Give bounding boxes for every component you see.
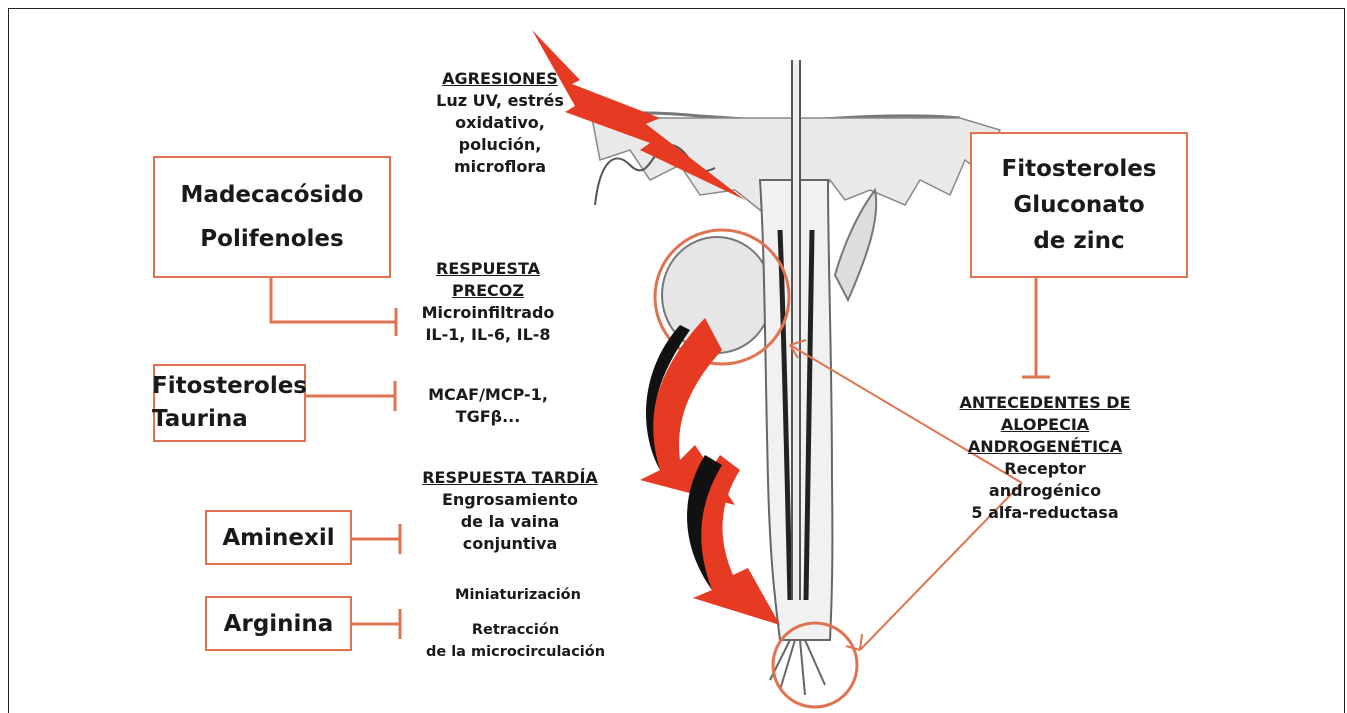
agresiones-line: polución, xyxy=(410,134,590,156)
box-line-aminexil: Aminexil xyxy=(222,516,334,560)
respuesta-precoz-line: Microinfiltrado xyxy=(398,302,578,324)
respuesta-precoz-title: PRECOZ xyxy=(398,280,578,302)
respuesta-tardia-line: conjuntiva xyxy=(418,533,602,555)
box-line-polifenoles: Polifenoles xyxy=(181,217,364,261)
label-retraccion: Retracción de la microcirculación xyxy=(408,619,623,663)
box-fitosteroles-zinc: Fitosteroles Gluconato de zinc xyxy=(970,132,1188,278)
mcaf-line: MCAF/MCP-1, xyxy=(398,384,578,406)
respuesta-tardia-title: RESPUESTA TARDÍA xyxy=(418,467,602,489)
agresiones-title: AGRESIONES xyxy=(410,68,590,90)
box-arginina: Arginina xyxy=(205,596,352,651)
box-line-taurina: Taurina xyxy=(152,403,307,436)
box-line-madecacosido: Madecacósido xyxy=(181,173,364,217)
box-line-fitosteroles: Fitosteroles xyxy=(152,370,307,403)
respuesta-precoz-title: RESPUESTA xyxy=(398,258,578,280)
box-line-fitosteroles-2: Fitosteroles xyxy=(1002,151,1157,187)
label-respuesta-precoz: RESPUESTA PRECOZ Microinfiltrado IL-1, I… xyxy=(398,258,578,346)
agresiones-line: Luz UV, estrés xyxy=(410,90,590,112)
box-line-de-zinc: de zinc xyxy=(1002,223,1157,259)
box-aminexil: Aminexil xyxy=(205,510,352,565)
box-fitosteroles-taurina: Fitosteroles Taurina xyxy=(153,364,306,442)
respuesta-precoz-line: IL-1, IL-6, IL-8 xyxy=(398,324,578,346)
box-line-gluconato: Gluconato xyxy=(1002,187,1157,223)
curved-arrow-icon xyxy=(687,455,780,625)
antecedentes-title: ALOPECIA xyxy=(955,414,1135,436)
label-agresiones: AGRESIONES Luz UV, estrés oxidativo, pol… xyxy=(410,68,590,178)
antecedentes-line: 5 alfa-reductasa xyxy=(955,502,1135,524)
label-miniaturizacion: Miniaturización xyxy=(428,584,608,606)
label-antecedentes: ANTECEDENTES DE ALOPECIA ANDROGENÉTICA R… xyxy=(955,392,1135,524)
agresiones-line: microflora xyxy=(410,156,590,178)
box-line-arginina: Arginina xyxy=(224,602,334,646)
retraccion-line: de la microcirculación xyxy=(408,641,623,663)
respuesta-tardia-line: Engrosamiento xyxy=(418,489,602,511)
label-respuesta-tardia: RESPUESTA TARDÍA Engrosamiento de la vai… xyxy=(418,467,602,555)
label-mcaf: MCAF/MCP-1, TGFβ... xyxy=(398,384,578,428)
agresiones-line: oxidativo, xyxy=(410,112,590,134)
antecedentes-title: ANTECEDENTES DE xyxy=(955,392,1135,414)
box-madecacosido-polifenoles: Madecacósido Polifenoles xyxy=(153,156,391,278)
respuesta-tardia-line: de la vaina xyxy=(418,511,602,533)
retraccion-line: Retracción xyxy=(408,619,623,641)
antecedentes-line: androgénico xyxy=(955,480,1135,502)
mcaf-line: TGFβ... xyxy=(398,406,578,428)
antecedentes-title: ANDROGENÉTICA xyxy=(955,436,1135,458)
antecedentes-line: Receptor xyxy=(955,458,1135,480)
